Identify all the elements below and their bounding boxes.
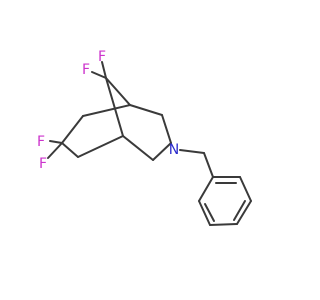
bond-ch2-d-bridgehead-top	[82, 104, 131, 117]
bond-c-f1	[91, 71, 107, 79]
bond-c-f4	[47, 142, 63, 159]
bond-ch2-c-cf2-left	[61, 142, 79, 158]
molecule-structure: F F F F N	[37, 49, 252, 226]
bond-benzyl-ch2-ring	[203, 152, 214, 178]
bond-ring-double-a	[204, 203, 215, 222]
bond-cf2-top-bridgehead-right	[105, 77, 131, 106]
bond-cf2-left-ch2-d	[61, 115, 84, 144]
bond-ring-5-6	[239, 176, 252, 202]
bond-ring-1-2	[198, 176, 214, 202]
atom-f1: F	[82, 62, 90, 78]
molecule-canvas: F F F F N	[36, 49, 252, 226]
atom-f4: F	[39, 156, 47, 172]
bond-ch2-a-n	[161, 114, 172, 144]
bond-group	[47, 61, 252, 226]
bond-cf2-top-bridgehead-left	[105, 77, 124, 137]
bond-ring-4-5	[236, 200, 252, 225]
atom-f3: F	[37, 134, 45, 150]
bond-n-benzyl-ch2	[179, 149, 205, 154]
bond-bridgehead-bottom-ch2-c	[77, 135, 124, 158]
bond-bridgehead-top-ch2-a	[129, 104, 163, 116]
atom-n1: N	[169, 142, 179, 158]
bond-ring-double-b	[233, 200, 246, 221]
bond-ch2-b-bridgehead-bottom	[122, 135, 154, 161]
bond-c-f3	[49, 140, 63, 144]
bond-ring-2-3	[198, 200, 211, 226]
atom-f2: F	[98, 49, 106, 65]
bond-c-f2	[101, 61, 107, 79]
bond-ring-3-4	[209, 223, 238, 226]
atom-labels: F F F F N	[37, 49, 179, 172]
bond-n-ch2-b	[152, 142, 172, 161]
